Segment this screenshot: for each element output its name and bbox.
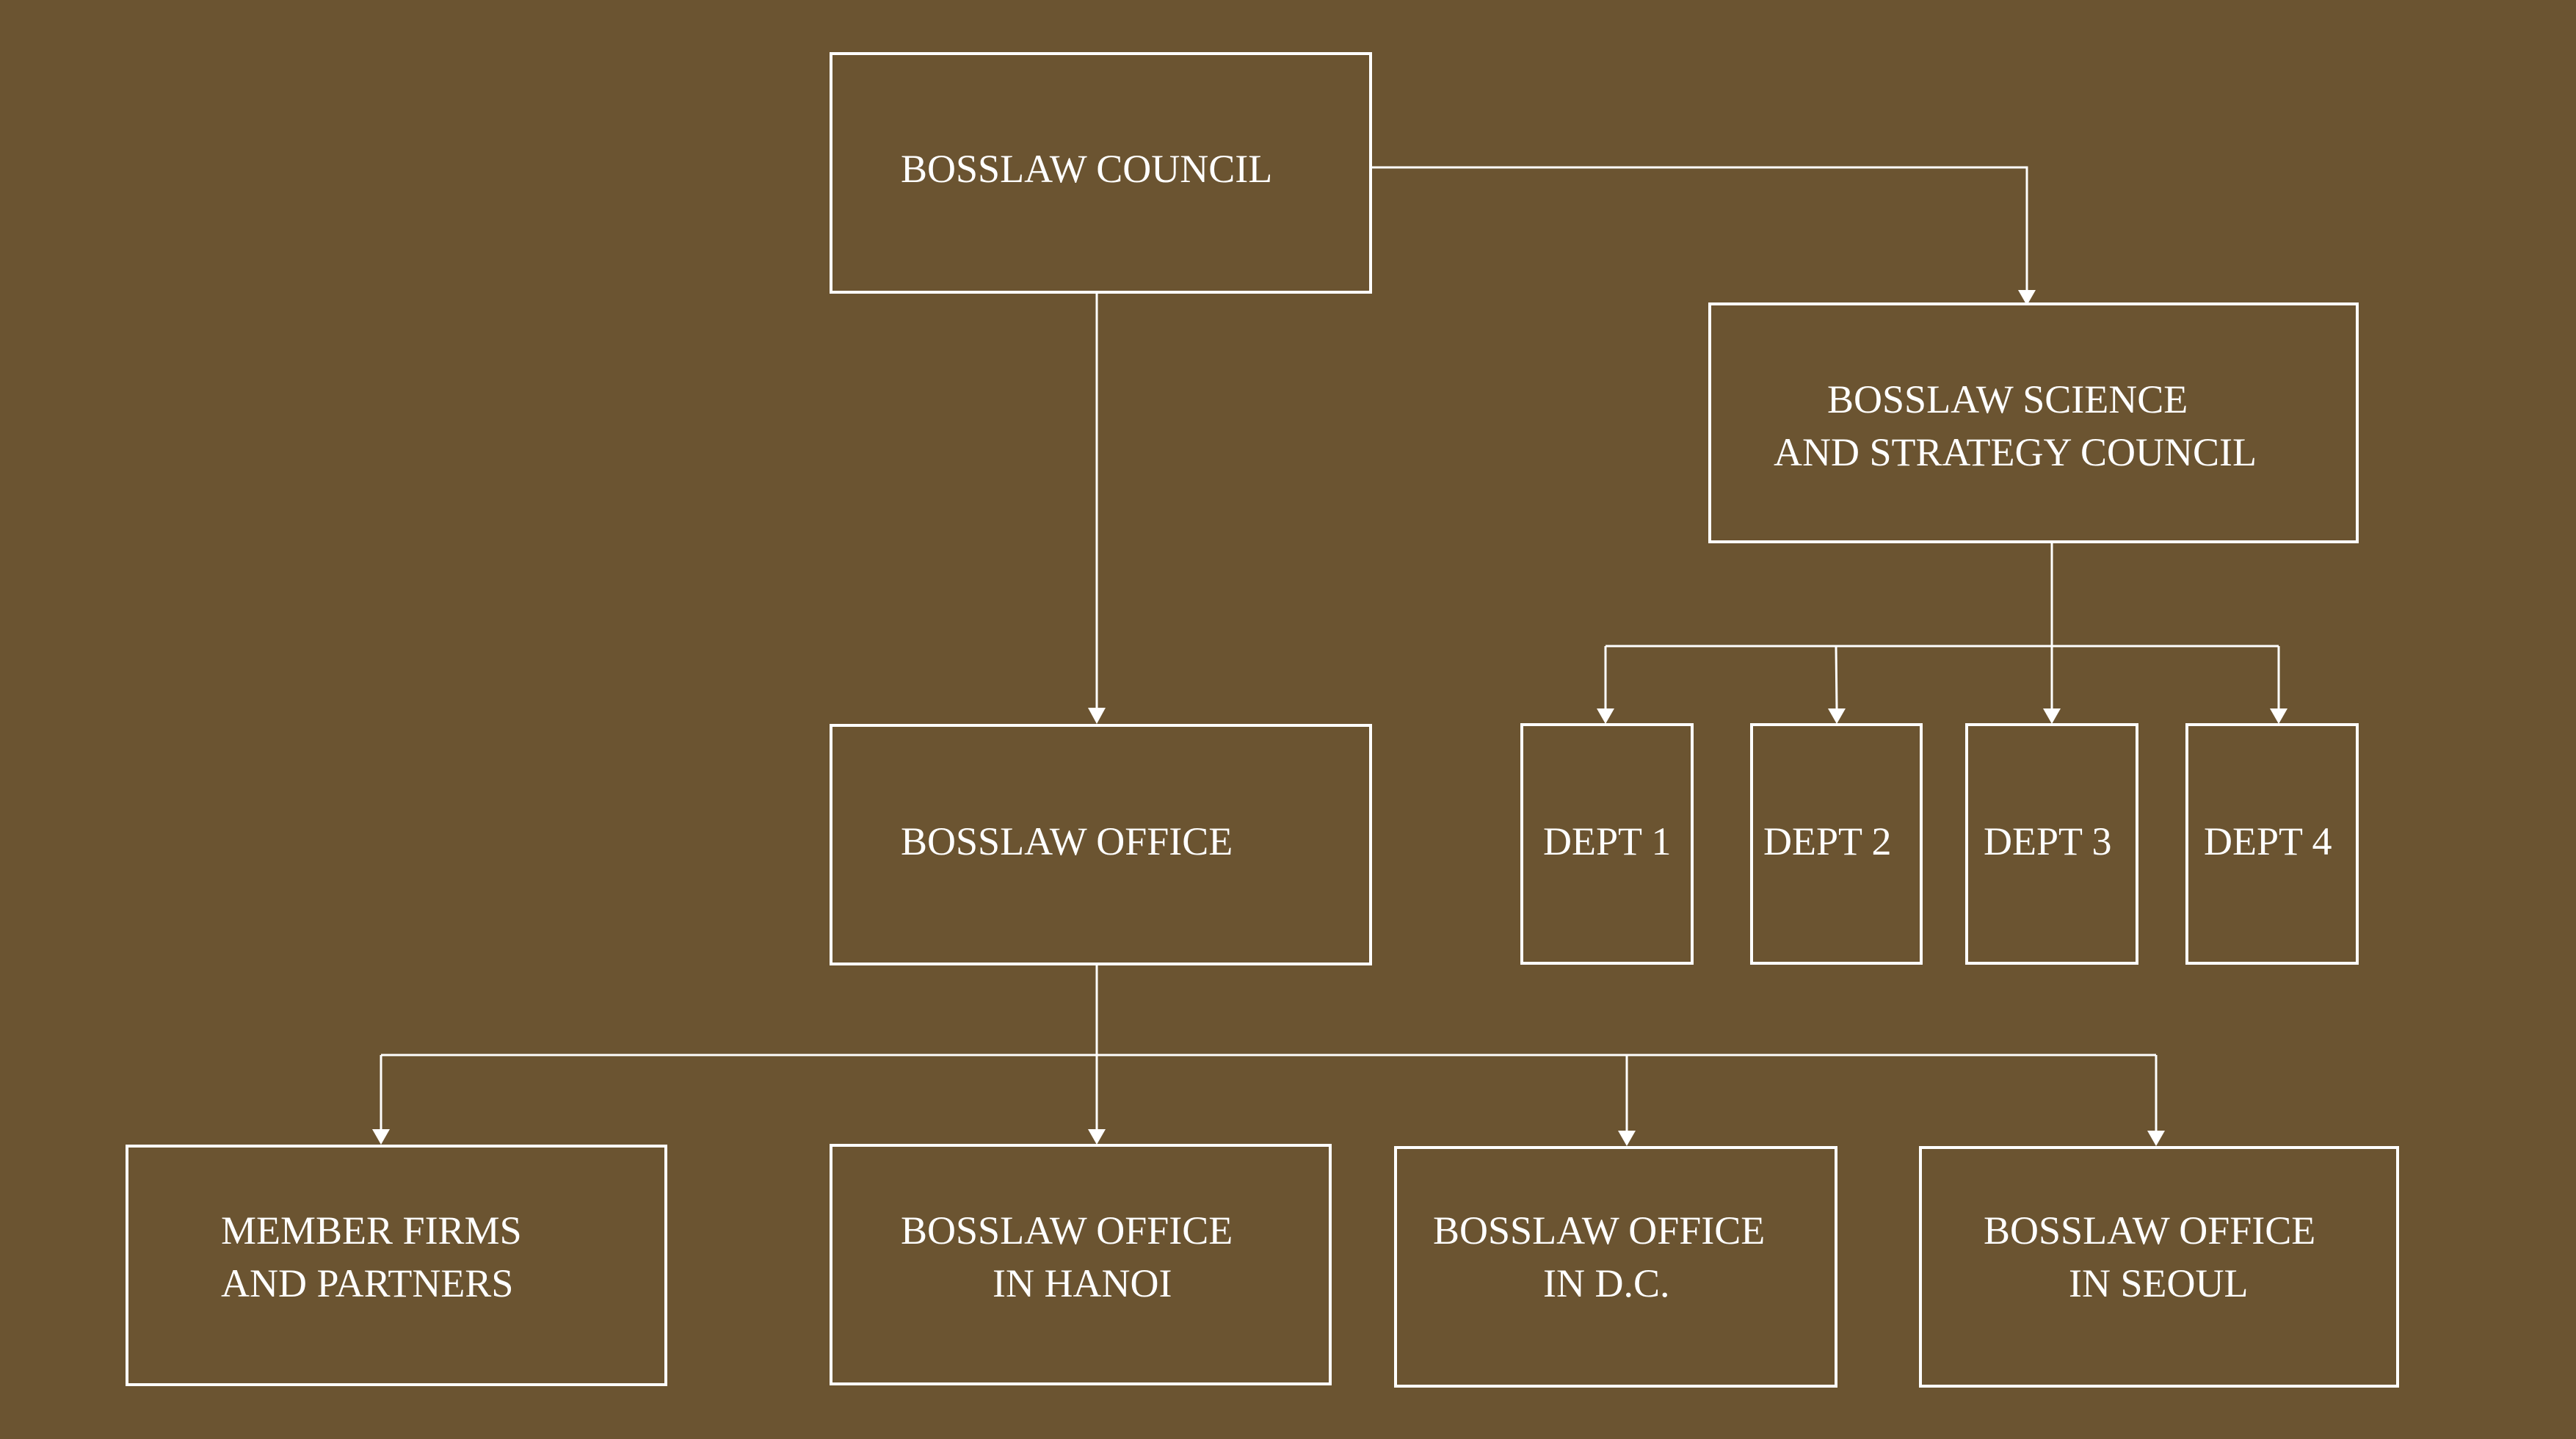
node-label-line-2: IN SEOUL (2069, 1261, 2248, 1305)
node-label-line-2: AND PARTNERS (221, 1261, 513, 1305)
node-dept-3: DEPT 3 (1965, 723, 2138, 965)
node-label-line-1: BOSSLAW SCIENCE (1827, 377, 2188, 421)
node-label: DEPT 2 (1763, 819, 1892, 863)
node-label-line-1: BOSSLAW OFFICE (1433, 1208, 1765, 1253)
node-label: DEPT 4 (2204, 819, 2332, 863)
node-label: DEPT 1 (1543, 819, 1672, 863)
connector-council-science (1371, 166, 2036, 305)
connector-science-depts (1597, 542, 2287, 724)
node-bosslaw-council: BOSSLAW COUNCIL (830, 52, 1372, 294)
node-member-firms: MEMBER FIRMS AND PARTNERS (126, 1145, 667, 1386)
node-bosslaw-office: BOSSLAW OFFICE (830, 724, 1372, 965)
node-label: BOSSLAW OFFICE (901, 819, 1233, 863)
node-office-hanoi: BOSSLAW OFFICE IN HANOI (830, 1144, 1332, 1385)
node-label-line-2: AND STRATEGY COUNCIL (1774, 430, 2257, 474)
node-label-line-2: IN D.C. (1543, 1261, 1670, 1305)
node-label-line-1: BOSSLAW OFFICE (1984, 1208, 2315, 1253)
node-label: DEPT 3 (1984, 819, 2112, 863)
node-dept-2: DEPT 2 (1750, 723, 1923, 965)
node-office-seoul: BOSSLAW OFFICE IN SEOUL (1919, 1146, 2399, 1388)
node-dept-1: DEPT 1 (1520, 723, 1694, 965)
node-science-strategy-council: BOSSLAW SCIENCE AND STRATEGY COUNCIL (1708, 302, 2359, 543)
connector-office-branches (372, 964, 2165, 1146)
node-label-line-2: IN HANOI (993, 1261, 1172, 1305)
node-dept-4: DEPT 4 (2185, 723, 2359, 965)
node-office-dc: BOSSLAW OFFICE IN D.C. (1394, 1146, 1837, 1388)
node-label: BOSSLAW COUNCIL (901, 147, 1272, 191)
node-label-line-1: BOSSLAW OFFICE (901, 1208, 1233, 1253)
connector-council-office (1088, 292, 1106, 724)
node-label-line-1: MEMBER FIRMS (221, 1208, 522, 1253)
